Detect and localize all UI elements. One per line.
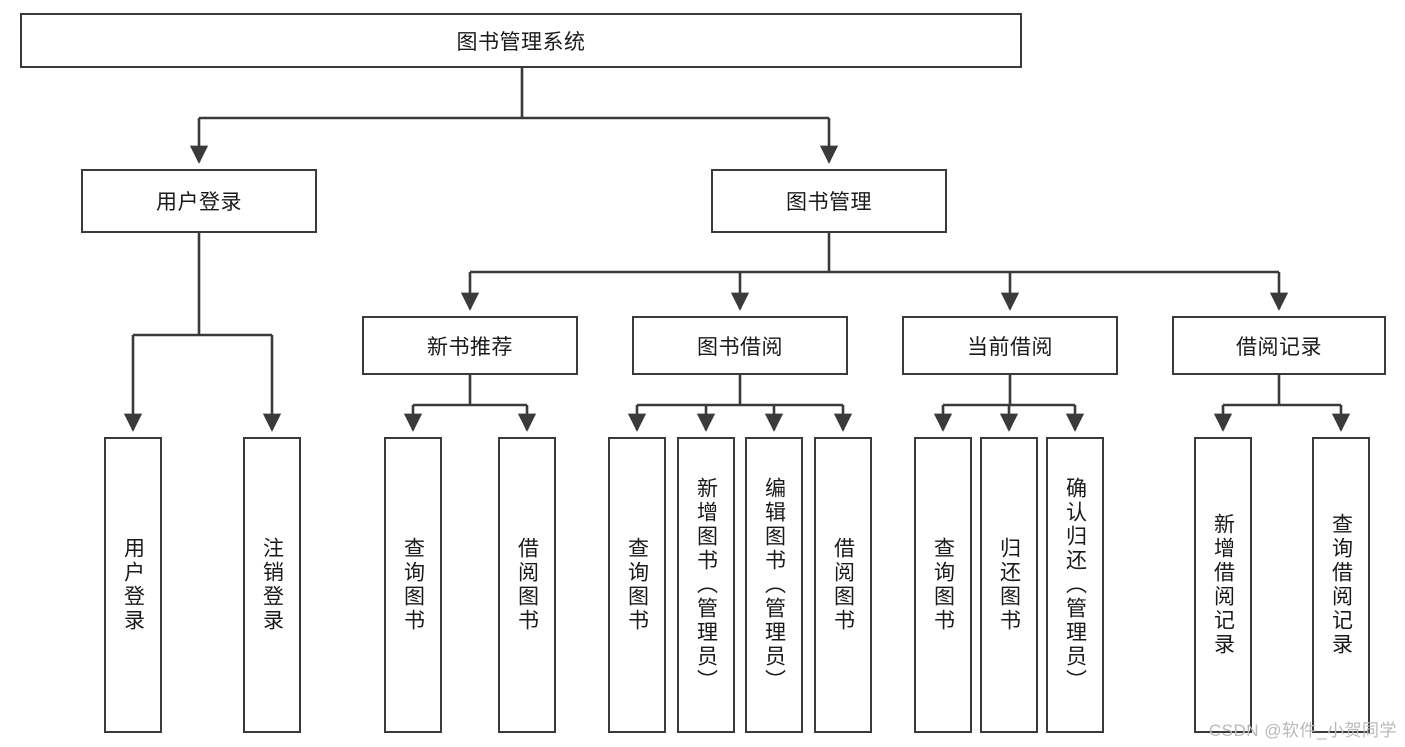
leaf-book-borrow-borrow-book[interactable]: 借阅图书 <box>814 437 872 733</box>
leaf-user-login-logout[interactable]: 注销登录 <box>243 437 301 733</box>
node-label: 图书借阅 <box>697 335 783 359</box>
node-label: 图书管理 <box>786 191 872 214</box>
leaf-book-borrow-query-book[interactable]: 查询图书 <box>608 437 666 733</box>
node-label: 新书推荐 <box>427 335 513 359</box>
node-label: 查询图书 <box>401 537 425 633</box>
node-label: 用户登录 <box>156 191 242 214</box>
leaf-book-borrow-edit-book[interactable]: 编辑图书（管理员） <box>745 437 803 733</box>
node-new-book-recommend[interactable]: 新书推荐 <box>362 316 578 375</box>
node-borrow-record[interactable]: 借阅记录 <box>1172 316 1386 375</box>
leaf-current-borrow-confirm-return[interactable]: 确认归还（管理员） <box>1046 437 1104 733</box>
node-label: 图书管理系统 <box>456 30 586 54</box>
leaf-borrow-record-query-record[interactable]: 查询借阅记录 <box>1312 437 1370 733</box>
node-label: 归还图书 <box>997 537 1021 633</box>
node-label: 新增图书（管理员） <box>694 477 718 693</box>
node-label: 查询图书 <box>931 537 955 633</box>
node-label: 编辑图书（管理员） <box>762 477 786 693</box>
leaf-borrow-record-add-record[interactable]: 新增借阅记录 <box>1194 437 1252 733</box>
node-label: 借阅图书 <box>831 537 855 633</box>
node-label: 查询借阅记录 <box>1329 513 1353 657</box>
leaf-new-book-borrow-book[interactable]: 借阅图书 <box>498 437 556 733</box>
node-label: 注销登录 <box>260 537 284 633</box>
node-label: 查询图书 <box>625 537 649 633</box>
node-user-login[interactable]: 用户登录 <box>81 169 317 233</box>
watermark-text: CSDN @软件_小贺同学 <box>1208 721 1397 740</box>
node-label: 借阅图书 <box>515 537 539 633</box>
node-root-book-management-system[interactable]: 图书管理系统 <box>20 13 1022 68</box>
leaf-user-login-login[interactable]: 用户登录 <box>104 437 162 733</box>
node-label: 借阅记录 <box>1236 335 1322 359</box>
leaf-current-borrow-query-book[interactable]: 查询图书 <box>914 437 972 733</box>
leaf-new-book-query-book[interactable]: 查询图书 <box>384 437 442 733</box>
node-label: 新增借阅记录 <box>1211 513 1235 657</box>
node-label: 用户登录 <box>121 537 145 633</box>
node-label: 确认归还（管理员） <box>1063 477 1087 693</box>
node-label: 当前借阅 <box>967 335 1053 359</box>
leaf-book-borrow-add-book[interactable]: 新增图书（管理员） <box>677 437 735 733</box>
leaf-current-borrow-return-book[interactable]: 归还图书 <box>980 437 1038 733</box>
node-current-borrow[interactable]: 当前借阅 <box>902 316 1118 375</box>
node-book-borrow[interactable]: 图书借阅 <box>632 316 848 375</box>
node-book-management[interactable]: 图书管理 <box>711 169 947 233</box>
